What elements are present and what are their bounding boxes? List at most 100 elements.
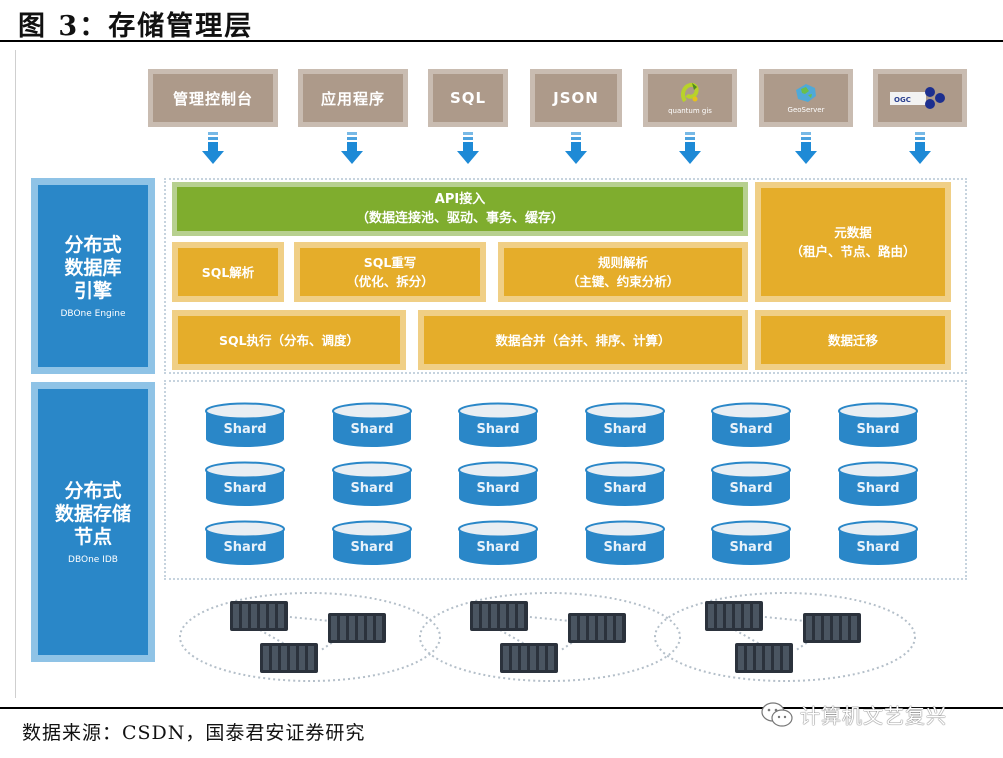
sql-exec-label: SQL执行（分布、调度） bbox=[218, 332, 360, 348]
database-cylinder-icon bbox=[711, 402, 791, 447]
shard-node: Shard bbox=[331, 461, 413, 507]
data-merge-label: 数据合并（合并、排序、计算） bbox=[495, 332, 671, 348]
database-cylinder-icon bbox=[838, 402, 918, 447]
shard-node: Shard bbox=[457, 461, 539, 507]
figure-title-text: ：存储管理层 bbox=[79, 11, 254, 42]
shard-container bbox=[164, 380, 967, 580]
source-note: 数据来源：CSDN，国泰君安证券研究 bbox=[22, 722, 366, 744]
data-migration-box: 数据迁移 bbox=[755, 310, 951, 370]
storage-label-line: 数据存储 bbox=[54, 502, 131, 525]
client-sql: SQL bbox=[428, 69, 508, 127]
shard-label: Shard bbox=[223, 481, 267, 496]
client-geoserver: GeoServer bbox=[759, 69, 853, 127]
figure-number: 3 bbox=[58, 11, 80, 42]
storage-label-line: 分布式 bbox=[64, 479, 122, 502]
client-qgis: quantum gis bbox=[643, 69, 737, 127]
metadata-box: 元数据 （租户、节点、路由） bbox=[755, 182, 951, 302]
down-arrow-icon bbox=[457, 132, 479, 164]
shard-node: Shard bbox=[837, 461, 919, 507]
rule-parse-title: 规则解析 bbox=[597, 255, 648, 270]
client-label: 管理控制台 bbox=[172, 89, 253, 108]
shard-label: Shard bbox=[476, 540, 520, 555]
shard-node: Shard bbox=[204, 520, 286, 566]
server-rack-icon bbox=[568, 613, 626, 643]
engine-label-en: DBOne Engine bbox=[60, 308, 126, 319]
shard-node: Shard bbox=[710, 402, 792, 448]
cluster-boundary bbox=[419, 592, 681, 682]
bottom-rule bbox=[0, 707, 1003, 709]
shard-node: Shard bbox=[710, 461, 792, 507]
shard-label: Shard bbox=[856, 540, 900, 555]
shard-label: Shard bbox=[729, 540, 773, 555]
server-rack-icon bbox=[470, 601, 528, 631]
shard-label: Shard bbox=[729, 481, 773, 496]
sql-rewrite-title: SQL重写 bbox=[363, 255, 417, 270]
shard-label: Shard bbox=[603, 481, 647, 496]
database-cylinder-icon bbox=[711, 520, 791, 565]
metadata-title: 元数据 bbox=[834, 225, 872, 240]
server-rack-icon bbox=[803, 613, 861, 643]
client-console: 管理控制台 bbox=[148, 69, 278, 127]
watermark-text: 计算机文艺复兴 bbox=[800, 704, 947, 728]
down-arrow-icon bbox=[565, 132, 587, 164]
database-cylinder-icon bbox=[205, 461, 285, 506]
sql-parse-box: SQL解析 bbox=[172, 242, 284, 302]
shard-label: Shard bbox=[603, 540, 647, 555]
engine-side-label: 分布式 数据库 引擎 DBOne Engine bbox=[31, 178, 155, 374]
database-cylinder-icon bbox=[585, 461, 665, 506]
client-ogc: OGC bbox=[873, 69, 967, 127]
left-guide-line bbox=[15, 50, 16, 698]
figure-title: 图 3：存储管理层 bbox=[18, 4, 253, 43]
down-arrow-icon bbox=[679, 132, 701, 164]
server-rack-icon bbox=[735, 643, 793, 673]
client-label: JSON bbox=[553, 89, 599, 107]
engine-label-line: 分布式 bbox=[64, 233, 122, 256]
sql-rewrite-box: SQL重写 （优化、拆分） bbox=[294, 242, 486, 302]
ogc-logo-icon: OGC bbox=[890, 87, 945, 109]
server-rack-icon bbox=[230, 601, 288, 631]
server-clusters bbox=[179, 592, 916, 682]
server-rack-icon bbox=[705, 601, 763, 631]
api-access-box: API接入 （数据连接池、驱动、事务、缓存） bbox=[172, 182, 748, 236]
client-label: 应用程序 bbox=[320, 89, 385, 108]
storage-label-line: 节点 bbox=[73, 525, 112, 548]
shard-label: Shard bbox=[603, 422, 647, 437]
shard-label: Shard bbox=[476, 422, 520, 437]
storage-side-label: 分布式 数据存储 节点 DBOne IDB bbox=[31, 382, 155, 662]
server-rack-icon bbox=[260, 643, 318, 673]
shard-label: Shard bbox=[350, 481, 394, 496]
figure-title-prefix: 图 bbox=[18, 11, 59, 42]
database-cylinder-icon bbox=[332, 520, 412, 565]
shard-node: Shard bbox=[457, 402, 539, 448]
database-cylinder-icon bbox=[585, 402, 665, 447]
shard-node: Shard bbox=[584, 520, 666, 566]
shard-label: Shard bbox=[350, 422, 394, 437]
shard-node: Shard bbox=[331, 402, 413, 448]
watermark: 计算机文艺复兴 bbox=[760, 700, 947, 729]
shard-node: Shard bbox=[837, 402, 919, 448]
down-arrow-icon bbox=[202, 132, 224, 164]
server-rack-icon bbox=[328, 613, 386, 643]
shard-node: Shard bbox=[837, 520, 919, 566]
server-rack-icon bbox=[500, 643, 558, 673]
database-cylinder-icon bbox=[585, 520, 665, 565]
client-application: 应用程序 bbox=[298, 69, 408, 127]
api-detail: （数据连接池、驱动、事务、缓存） bbox=[355, 211, 564, 226]
shard-node: Shard bbox=[584, 402, 666, 448]
cluster-boundary bbox=[179, 592, 441, 682]
geoserver-globe-icon bbox=[796, 84, 816, 102]
api-title: API接入 bbox=[434, 192, 486, 207]
engine-label-line: 数据库 bbox=[64, 256, 122, 279]
engine-label-line: 引擎 bbox=[73, 279, 112, 302]
shard-node: Shard bbox=[204, 402, 286, 448]
down-arrow-icon bbox=[909, 132, 931, 164]
storage-label-en: DBOne IDB bbox=[68, 554, 118, 565]
shard-label: Shard bbox=[856, 481, 900, 496]
database-cylinder-icon bbox=[711, 461, 791, 506]
database-cylinder-icon bbox=[458, 520, 538, 565]
shard-label: Shard bbox=[856, 422, 900, 437]
shard-label: Shard bbox=[223, 540, 267, 555]
database-cylinder-icon bbox=[332, 402, 412, 447]
database-cylinder-icon bbox=[838, 520, 918, 565]
svg-text:OGC: OGC bbox=[894, 96, 911, 104]
